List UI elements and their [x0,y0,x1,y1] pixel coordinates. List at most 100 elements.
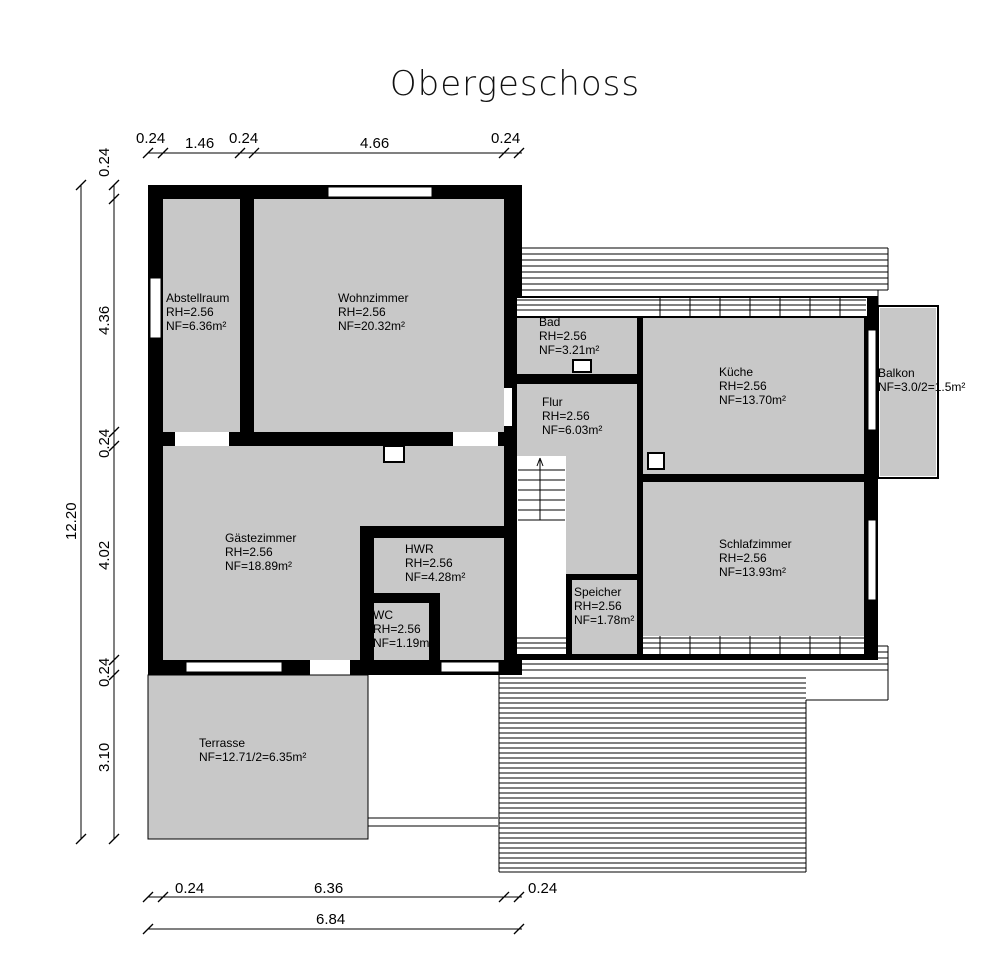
window [149,277,162,339]
room-wc [374,603,429,660]
roof-edge-top [517,298,867,316]
svg-text:RH=2.56: RH=2.56 [574,599,622,613]
room-flur [517,384,637,456]
kueche-shaft [647,452,665,470]
bad-shaft [572,359,592,373]
svg-text:Gästezimmer: Gästezimmer [225,531,296,545]
hatch-line [513,891,525,903]
hatch-line [75,179,87,191]
hatch-line [142,923,154,935]
dim-top-3: 0.24 [229,130,258,147]
room-hwr [374,538,504,593]
svg-text:Wohnzimmer: Wohnzimmer [338,291,408,305]
svg-text:Balkon: Balkon [878,366,915,380]
roof-edge-bottom [643,636,864,654]
window [440,661,500,673]
label-balkon: Balkon NF=3.0/2=1.5m² [878,366,965,394]
window [185,661,283,673]
dim-bottom-3: 0.24 [528,880,557,897]
svg-text:RH=2.56: RH=2.56 [373,622,421,636]
door-gap [453,432,498,446]
label-bad: Bad RH=2.56 NF=3.21m² [539,315,599,357]
roof-hatch-bottom [498,645,889,873]
hatch-line [108,833,120,845]
door-gap [175,432,229,446]
dimension-bottom: 0.24 6.36 0.24 6.84 [142,880,557,935]
balkon-door [867,329,877,431]
hatch-line [108,669,120,681]
room-terrasse [147,674,369,840]
hatch-line [539,457,544,467]
dimension-top: 0.24 1.46 0.24 4.66 0.24 [136,130,525,159]
dim-left-5: 0.24 [96,658,113,687]
room-kueche [643,318,864,474]
hatch-line [108,654,120,666]
roof-hatch-top [516,247,889,290]
label-schlafzimmer: Schlafzimmer RH=2.56 NF=13.93m² [719,537,792,579]
dim-left-4: 4.02 [96,541,113,570]
stairwell [517,456,566,636]
label-wohnzimmer: Wohnzimmer RH=2.56 NF=20.32m² [338,291,408,333]
dim-left-3: 0.24 [96,429,113,458]
label-hwr: HWR RH=2.56 NF=4.28m² [405,542,465,584]
hatch-line [108,440,120,452]
room-gaestezimmer [163,446,360,660]
plan-title: Obergeschoss [389,64,641,104]
dim-top-4: 4.66 [360,135,389,152]
dim-top-1: 0.24 [136,130,165,147]
hatch-line [142,147,154,159]
hatch-line [513,923,525,935]
svg-text:HWR: HWR [405,542,434,556]
svg-text:NF=18.89m²: NF=18.89m² [225,559,292,573]
hatch-line [142,891,154,903]
svg-text:RH=2.56: RH=2.56 [405,556,453,570]
hatch-line [157,891,169,903]
svg-text:NF=13.70m²: NF=13.70m² [719,393,786,407]
svg-text:Schlafzimmer: Schlafzimmer [719,537,792,551]
hatch-line [498,147,510,159]
dim-bottom-1: 0.24 [175,880,204,897]
label-gaestezimmer: Gästezimmer RH=2.56 NF=18.89m² [225,531,296,573]
hatch-line [536,457,541,467]
svg-text:NF=12.71/2=6.35m²: NF=12.71/2=6.35m² [199,750,306,764]
dim-left-1: 0.24 [96,148,113,177]
svg-text:RH=2.56: RH=2.56 [542,409,590,423]
room-wohnzimmer [254,199,504,432]
svg-text:NF=6.36m²: NF=6.36m² [166,319,226,333]
chimney [383,445,405,463]
svg-text:NF=4.28m²: NF=4.28m² [405,570,465,584]
label-flur: Flur RH=2.56 NF=6.03m² [542,395,602,437]
dim-left-6: 3.10 [96,743,113,772]
svg-text:NF=1.78m²: NF=1.78m² [574,613,634,627]
window [867,519,877,601]
svg-text:RH=2.56: RH=2.56 [719,551,767,565]
dim-left-total: 12.20 [63,502,80,540]
label-terrasse: Terrasse NF=12.71/2=6.35m² [199,736,306,764]
dimension-left: 0.24 4.36 0.24 4.02 0.24 3.10 12.20 [63,148,120,845]
svg-text:NF=6.03m²: NF=6.03m² [542,423,602,437]
svg-text:NF=3.0/2=1.5m²: NF=3.0/2=1.5m² [878,380,965,394]
svg-text:WC: WC [373,608,393,622]
hatch-line [157,147,169,159]
dim-bottom-2: 6.36 [314,880,343,897]
svg-text:RH=2.56: RH=2.56 [166,305,214,319]
room-flur-lower [566,456,637,574]
dim-top-5: 0.24 [491,130,520,147]
dim-bottom-total: 6.84 [316,911,345,928]
svg-text:Flur: Flur [542,395,563,409]
staircase [518,457,565,521]
svg-text:Küche: Küche [719,365,753,379]
window [327,186,433,198]
svg-text:RH=2.56: RH=2.56 [719,379,767,393]
svg-text:NF=3.21m²: NF=3.21m² [539,343,599,357]
svg-text:Bad: Bad [539,315,560,329]
hatch-line [108,426,120,438]
roof-edge-bottom [517,636,566,654]
room-schlafzimmer [643,482,864,654]
hatch-line [498,891,510,903]
door-gap [310,660,350,675]
svg-text:NF=1.19m²: NF=1.19m² [373,636,433,650]
svg-text:Terrasse: Terrasse [199,736,245,750]
room-abstellraum [163,199,240,432]
